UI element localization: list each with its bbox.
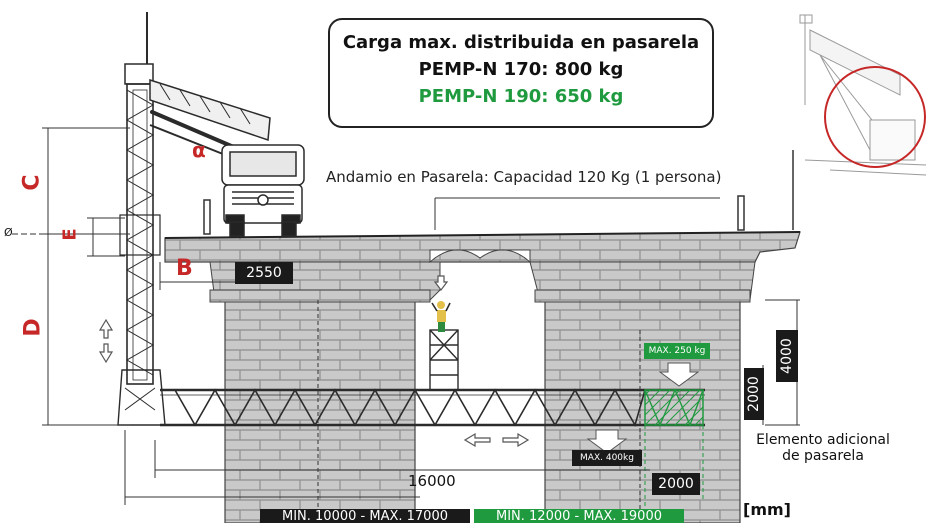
max-load-250-label: MAX. 250 kg: [644, 343, 710, 359]
movement-arrows: [98, 275, 530, 448]
reference-thumbnail: [799, 14, 926, 176]
dimension-letter-d: D: [20, 318, 46, 337]
load-arrows: [586, 362, 700, 454]
diameter-symbol: Ø: [4, 226, 13, 239]
dimension-letter-e: E: [59, 228, 81, 241]
dimension-16000: 16000: [408, 472, 456, 490]
additional-element-line2: de pasarela: [782, 448, 864, 464]
units-label: [mm]: [743, 500, 791, 519]
dimension-letter-b: B: [176, 256, 193, 281]
dimension-2550: 2550: [235, 262, 293, 284]
worker: [431, 301, 451, 332]
additional-walkway-element: [644, 388, 704, 523]
dimension-4000: 4000: [776, 330, 798, 382]
additional-element-label: Elemento adicional de pasarela: [738, 432, 908, 464]
dimension-2000-vertical: 2000: [744, 368, 764, 420]
scaffold-tower: [429, 329, 459, 391]
scaffold-capacity-label: Andamio en Pasarela: Capacidad 120 Kg (1…: [326, 168, 722, 186]
pemp-n190-range: MIN. 12000 - MAX. 19000: [474, 509, 684, 524]
pemp-n170-capacity: PEMP-N 170: 800 kg: [418, 59, 624, 80]
vertical-mast: [117, 12, 166, 426]
deck-bollards: [203, 150, 794, 235]
max-load-400-label: MAX. 400kg: [572, 450, 642, 466]
pemp-n170-range: MIN. 10000 - MAX. 17000: [260, 509, 470, 524]
load-capacity-title: Carga max. distribuida en pasarela: [342, 32, 700, 53]
truck: [221, 144, 305, 237]
dimension-2000-horizontal: 2000: [652, 473, 700, 495]
bridge-pillar-left: [209, 289, 431, 523]
bridge-pillar-right: [534, 289, 751, 523]
angle-alpha-label: α: [192, 138, 206, 162]
dimension-letter-c: C: [19, 174, 45, 191]
crane-arm: [149, 78, 271, 161]
additional-element-line1: Elemento adicional: [756, 432, 890, 448]
load-capacity-box: Carga max. distribuida en pasarela PEMP-…: [328, 18, 714, 128]
pemp-n190-capacity: PEMP-N 190: 650 kg: [418, 86, 624, 107]
